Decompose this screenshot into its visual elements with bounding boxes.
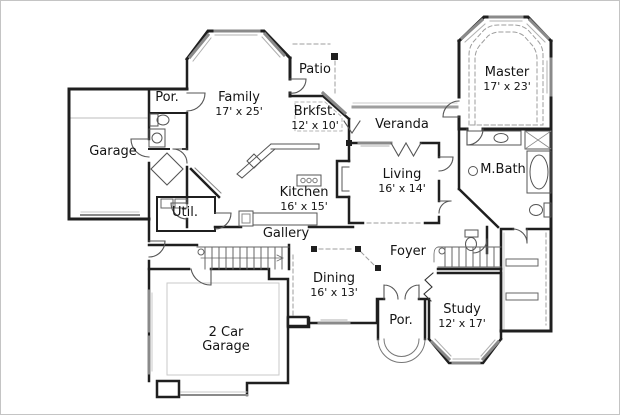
porch-steps xyxy=(377,338,426,363)
vanity-sink2-icon xyxy=(468,166,478,176)
veranda-edge xyxy=(351,102,459,109)
tub-icon xyxy=(529,154,549,190)
stairs-main xyxy=(433,246,502,268)
closet-rods xyxy=(503,232,539,330)
kitchen-fixtures xyxy=(236,143,322,227)
columns xyxy=(311,140,381,271)
patio-outline xyxy=(292,43,343,132)
living-fireplace xyxy=(335,159,351,199)
doors xyxy=(130,78,528,302)
master-bath-fixtures xyxy=(464,130,552,251)
family-corner-fireplace xyxy=(189,167,222,199)
sink-icon xyxy=(151,132,163,144)
wc-toilet-icon xyxy=(464,229,479,238)
utility-appliances xyxy=(160,198,188,209)
windows xyxy=(80,15,553,396)
linen-cabinet xyxy=(524,130,552,150)
toilet2-bowl-icon xyxy=(529,204,543,216)
toilet-bowl-icon xyxy=(156,114,170,126)
dashed-lines xyxy=(70,117,547,376)
vanity-sink-icon xyxy=(493,133,509,143)
patio-post xyxy=(331,53,338,60)
sink-counter xyxy=(148,128,166,148)
vanity-counter xyxy=(466,130,522,146)
cooktop-icon xyxy=(296,174,322,187)
tub-niche xyxy=(526,150,552,194)
master-tray-ceiling xyxy=(468,24,544,126)
half-bath-fixtures xyxy=(148,113,170,148)
toilet-icon xyxy=(149,113,159,127)
toilet2-icon xyxy=(543,202,552,218)
stairs-back xyxy=(196,246,290,270)
wc-toilet-bowl-icon xyxy=(465,237,477,251)
bifold-closet-doors xyxy=(150,152,184,186)
study-entry-zigzag xyxy=(423,272,434,302)
